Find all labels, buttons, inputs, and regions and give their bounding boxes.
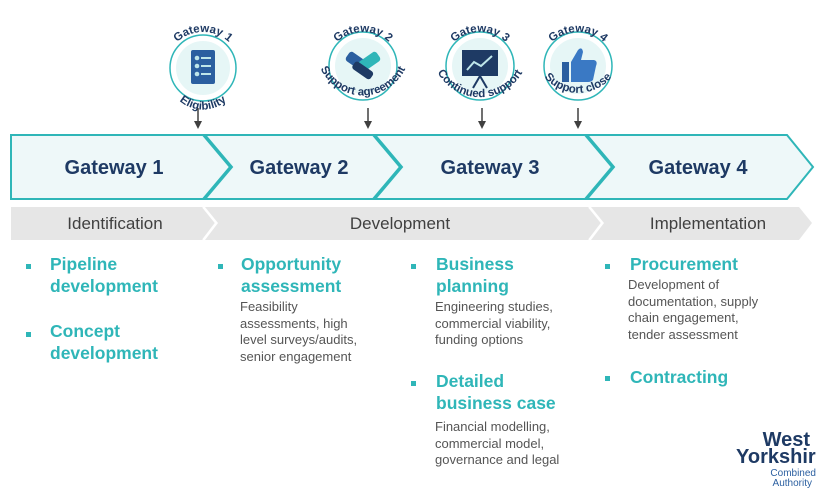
logo-line-4: Authority (772, 478, 812, 488)
desc-procurement: Development of documentation, supply cha… (628, 277, 759, 342)
gateway-2-label: Gateway 2 (249, 157, 349, 179)
logo-line-3: Combined (770, 468, 816, 479)
bullet-marker (605, 264, 610, 269)
phase-development: Development (349, 214, 451, 233)
logo-line-1: West (762, 429, 810, 451)
desc-opportunity-assessment: Feasibility assessments, high level surv… (240, 299, 358, 364)
badge-gateway-3: Gateway 3 Continued support (435, 23, 525, 101)
bullet-marker (411, 264, 416, 269)
phase-bar (11, 206, 812, 241)
item-procurement: Procurement (630, 254, 738, 274)
desc-business-planning: Engineering studies, commercial viabilit… (435, 299, 553, 347)
gateway-4-chevron (584, 134, 815, 200)
gateway-4-label: Gateway 4 (648, 157, 748, 179)
gateway-3-chevron (372, 134, 614, 200)
checklist-icon (191, 50, 215, 84)
badges-row: Gateway 1 Eligibility Gateway 2 Support … (169, 23, 614, 129)
item-pipeline-development: Pipeline development (50, 254, 158, 296)
item-contracting: Contracting (630, 367, 729, 387)
bullet-marker (605, 376, 610, 381)
handshake-icon (345, 51, 381, 80)
svg-text:Eligibility: Eligibility (178, 93, 229, 112)
west-yorkshire-logo: West Yorkshire Combined Authority (726, 428, 816, 488)
item-concept-development: Concept development (50, 321, 158, 363)
badge-arrows (194, 108, 582, 129)
presentation-chart-icon (462, 50, 498, 89)
gateway-1-chevron (10, 134, 232, 200)
item-business-planning: Business planning (436, 254, 514, 296)
bullet-marker (218, 264, 223, 269)
bullet-marker (26, 332, 31, 337)
item-detailed-business-case: Detailed business case (436, 371, 556, 413)
badge-gateway-4: Gateway 4 Support close (542, 23, 614, 101)
bullet-marker (411, 381, 416, 386)
badge-1-subtitle: Eligibility (178, 93, 229, 112)
bullet-marker (26, 264, 31, 269)
phase-implementation: Implementation (649, 214, 767, 233)
gateway-2-chevron (202, 134, 402, 200)
gateway-chevrons (10, 134, 815, 200)
gateway-3-label: Gateway 3 (440, 157, 540, 179)
phase-identification: Identification (67, 214, 163, 233)
thumbs-up-icon (562, 48, 597, 82)
item-opportunity-assessment: Opportunity assessment (241, 254, 342, 296)
badge-gateway-2: Gateway 2 Support agreement (318, 23, 408, 101)
gateway-1-label: Gateway 1 (64, 157, 164, 179)
badge-gateway-1: Gateway 1 Eligibility (169, 23, 237, 113)
desc-detailed-business-case: Financial modelling, commercial model, g… (435, 419, 560, 467)
logo-line-2: Yorkshire (736, 446, 816, 468)
